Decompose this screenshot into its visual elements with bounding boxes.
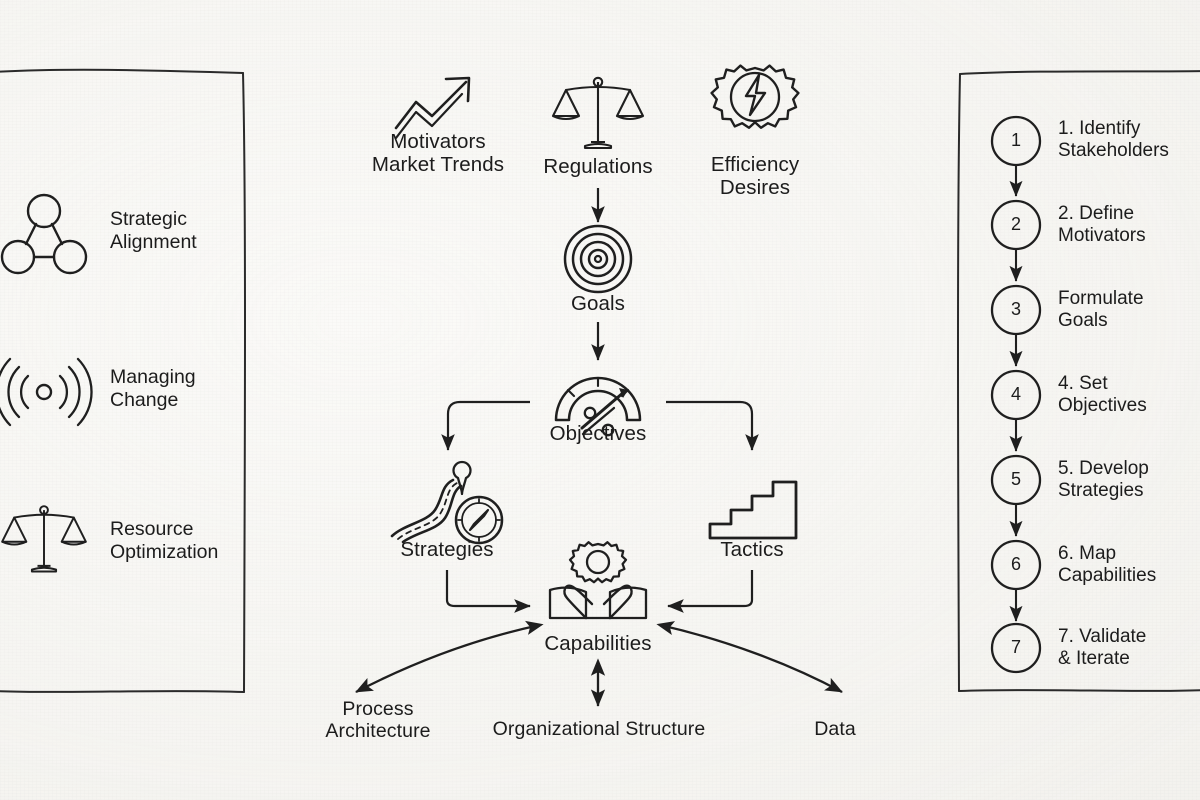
connector-objectives-tactics: [666, 400, 759, 451]
step-item-set-objectives[interactable]: 4. Set Objectives: [1058, 373, 1147, 417]
step-item-map-capabilities[interactable]: 6. Map Capabilities: [1058, 543, 1157, 587]
step-item-identify-stakeholders[interactable]: 1. Identify Stakeholders: [1058, 118, 1169, 162]
step-item-formulate-goals[interactable]: Formulate Goals: [1058, 288, 1144, 332]
road-compass-icon: [390, 460, 504, 545]
sidebar-item-strategic-alignment[interactable]: Strategic Alignment: [110, 208, 197, 253]
label-process-architecture[interactable]: Process Architecture: [325, 698, 431, 743]
step-number-3: 3: [1010, 299, 1021, 319]
step-number-7: 7: [1010, 637, 1021, 657]
label-objectives[interactable]: Objectives: [549, 422, 647, 445]
stairs-icon: [708, 480, 798, 540]
target-rings-icon: [563, 224, 633, 294]
connector-strategies-capabilities: [445, 570, 531, 613]
trending-arrow-icon: [394, 76, 471, 140]
label-organizational-structure[interactable]: Organizational Structure: [492, 718, 706, 740]
step-item-validate-iterate[interactable]: 7. Validate & Iterate: [1058, 626, 1147, 670]
step-number-4: 4: [1010, 384, 1021, 404]
label-efficiency-desires[interactable]: Efficiency Desires: [710, 153, 800, 200]
sidebar-item-resource-optimization[interactable]: Resource Optimization: [110, 518, 219, 563]
step-number-6: 6: [1010, 554, 1021, 574]
step-number-2: 2: [1010, 214, 1021, 234]
label-data[interactable]: Data: [814, 718, 856, 740]
gear-lightning-icon: [710, 64, 800, 129]
label-capabilities[interactable]: Capabilities: [544, 632, 652, 655]
scales-balance-icon-regulations: [551, 76, 645, 150]
signal-waves-icon: [0, 357, 93, 427]
sidebar-item-managing-change[interactable]: Managing Change: [110, 366, 196, 411]
label-regulations[interactable]: Regulations: [543, 155, 653, 178]
label-strategies[interactable]: Strategies: [400, 538, 494, 561]
step-item-define-motivators[interactable]: 2. Define Motivators: [1058, 203, 1146, 247]
label-motivators-market-trends[interactable]: Motivators Market Trends: [371, 130, 505, 177]
network-nodes-icon: [0, 193, 88, 275]
step-number-5: 5: [1010, 469, 1021, 489]
connector-tactics-capabilities: [667, 570, 754, 613]
scales-balance-icon-left: [1, 505, 87, 573]
arrow-capabilities-data: [656, 621, 843, 694]
step-number-1: 1: [1010, 130, 1021, 150]
step-item-develop-strategies[interactable]: 5. Develop Strategies: [1058, 458, 1149, 502]
label-goals[interactable]: Goals: [570, 292, 626, 315]
hands-gear-book-icon: [548, 541, 648, 620]
label-tactics[interactable]: Tactics: [720, 538, 784, 561]
